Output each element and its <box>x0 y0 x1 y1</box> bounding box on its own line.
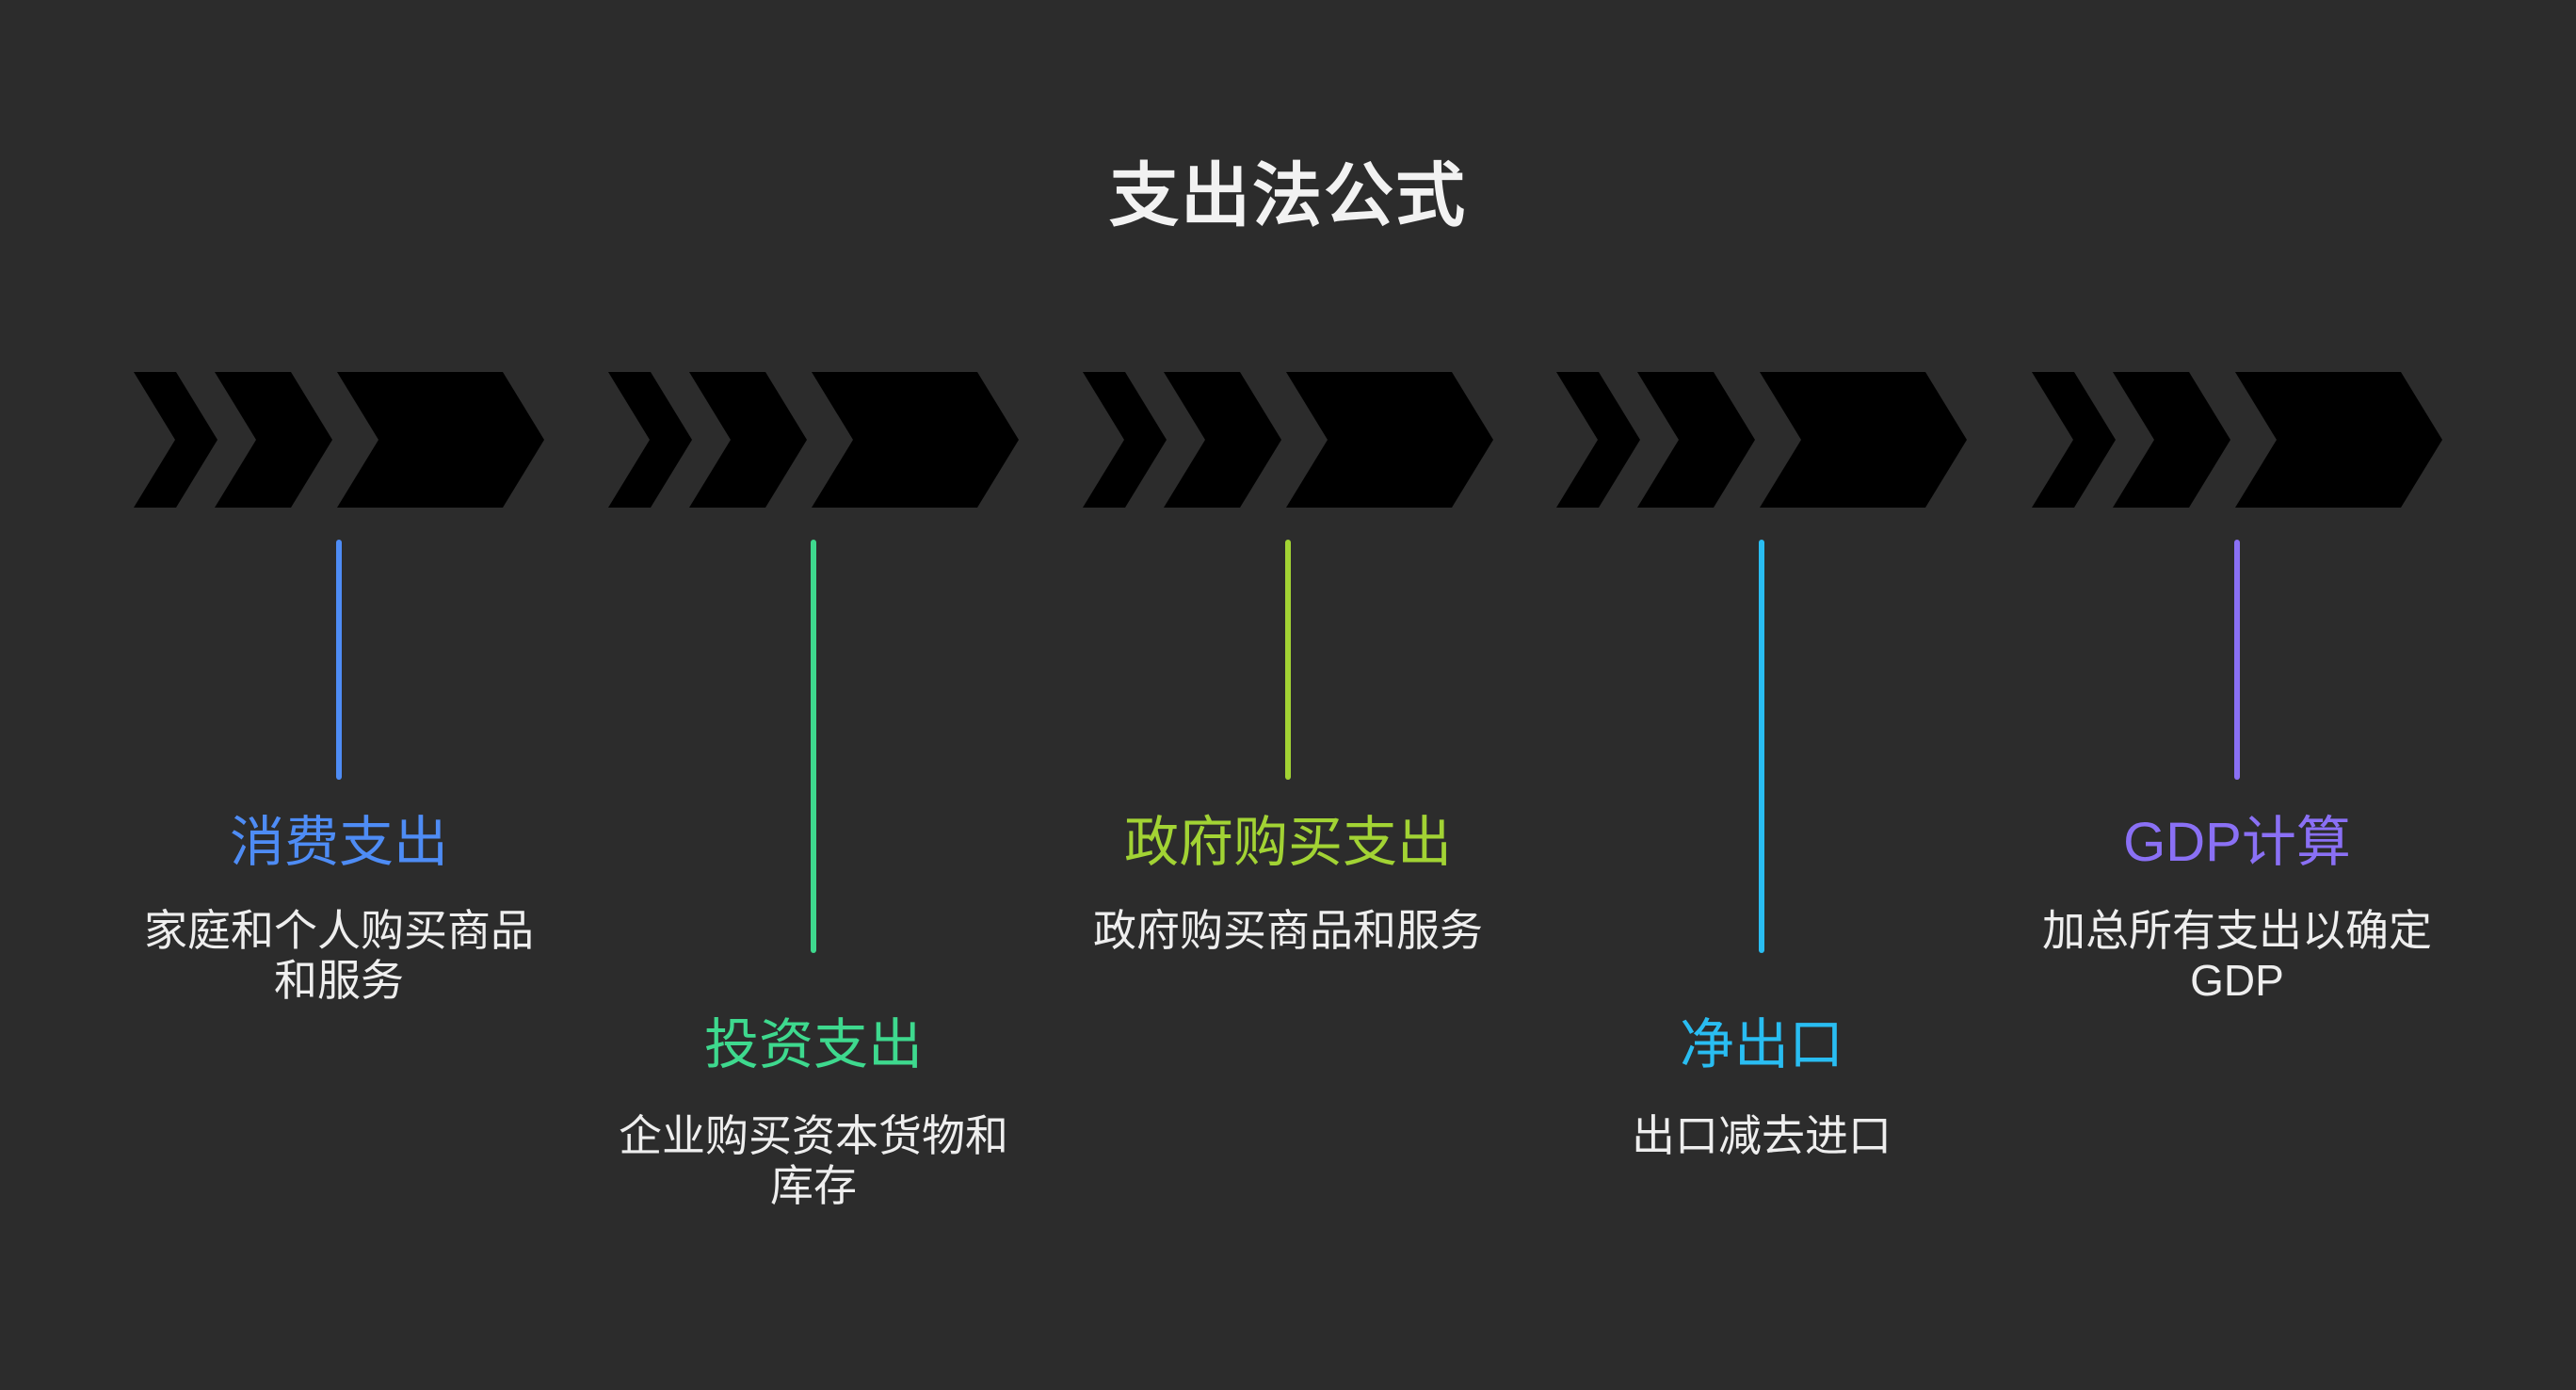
connector-line <box>811 540 816 953</box>
connector-line <box>1285 540 1291 780</box>
item-description: 加总所有支出以确定GDP <box>2042 906 2432 1006</box>
item-description: 政府购买商品和服务 <box>1093 906 1483 955</box>
timeline-item-government: 政府购买支出 政府购买商品和服务 <box>1079 367 1497 1271</box>
item-description: 出口减去进口 <box>1632 1111 1892 1160</box>
connector-line <box>2234 540 2240 780</box>
connector-line <box>336 540 342 780</box>
item-title: 政府购买支出 <box>1123 812 1452 873</box>
item-title: GDP计算 <box>2123 812 2351 873</box>
chevron-arrows-icon <box>608 372 1019 508</box>
page-title: 支出法公式 <box>1109 156 1467 234</box>
item-description: 家庭和个人购买商品和服务 <box>144 906 534 1006</box>
item-title: 净出口 <box>1679 1014 1843 1075</box>
connector-line <box>1759 540 1764 953</box>
item-title: 消费支出 <box>229 812 448 873</box>
chevron-arrows-icon <box>1083 372 1493 508</box>
timeline-item-net-exports: 净出口 出口减去进口 <box>1553 367 1971 1271</box>
item-title: 投资支出 <box>703 1014 923 1075</box>
timeline-item-investment: 投资支出 企业购买资本货物和库存 <box>604 367 1022 1271</box>
chevron-arrows-icon <box>134 372 544 508</box>
timeline-item-gdp-calculation: GDP计算 加总所有支出以确定GDP <box>2028 367 2446 1271</box>
chevron-arrows-icon <box>1556 372 1967 508</box>
timeline-item-consumption: 消费支出 家庭和个人购买商品和服务 <box>130 367 548 1271</box>
item-description: 企业购买资本货物和库存 <box>619 1111 1008 1211</box>
chevron-arrows-icon <box>2032 372 2442 508</box>
